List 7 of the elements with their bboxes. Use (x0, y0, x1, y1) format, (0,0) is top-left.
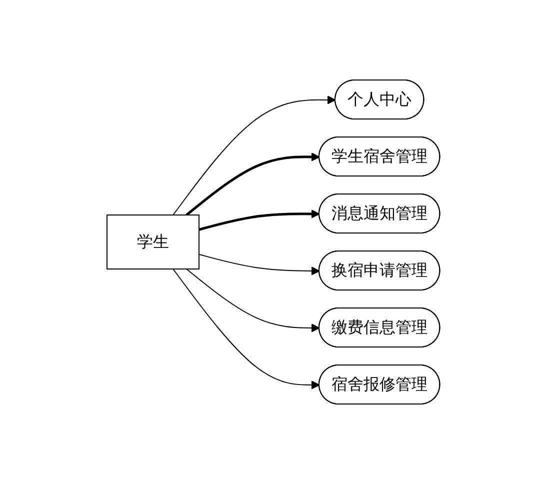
arrow (172, 268, 320, 389)
node-box: 学生 (106, 214, 200, 269)
arrow (198, 209, 320, 230)
arrow (198, 253, 320, 275)
arrow (186, 268, 320, 332)
arrow (172, 95, 336, 215)
arrow (185, 152, 320, 216)
